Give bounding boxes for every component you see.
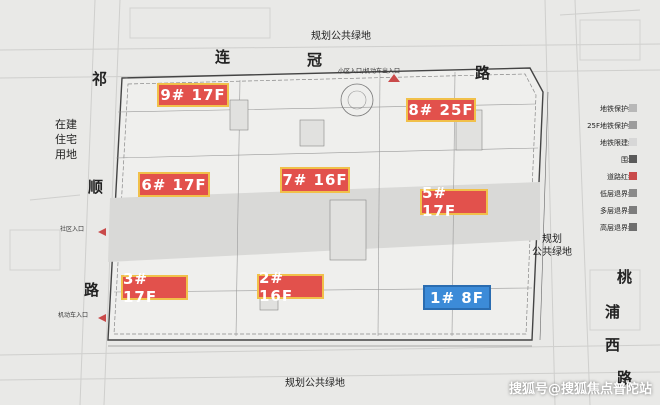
building-3: 3# 17F xyxy=(121,270,188,306)
building-9: 9# 17F xyxy=(157,83,229,107)
building-8: 8# 25F xyxy=(406,98,476,122)
public-green-label-bottom: 规划公共绿地 xyxy=(285,378,345,389)
legend-swatch xyxy=(629,189,637,197)
watermark-text: 搜狐号@搜狐焦点普陀站 xyxy=(508,382,652,397)
legend-label: 地铁保护线 xyxy=(600,104,635,113)
road-name-east-char: 桃 xyxy=(617,268,633,286)
road-name-east-char: 西 xyxy=(605,336,621,354)
legend-item: 25F地铁保护线 xyxy=(577,117,637,134)
legend-label: 高层退界线 xyxy=(600,223,635,232)
building-6: 6# 17F xyxy=(138,172,210,197)
entrance-label-north: 小区入口/机动车出入口 xyxy=(338,68,401,75)
road-name-west-char: 路 xyxy=(84,281,100,299)
legend-label: 围墙 xyxy=(621,155,635,164)
legend-item: 多层退界线 xyxy=(577,202,637,219)
legend-item: 地铁保护线 xyxy=(577,100,637,117)
legend-label: 多层退界线 xyxy=(600,206,635,215)
road-name-north-char: 冠 xyxy=(307,51,323,69)
public-green-label-top: 规划公共绿地 xyxy=(311,31,371,42)
entrance-label-west-vehicle: 机动车入口 xyxy=(58,312,89,319)
road-name-west-char: 顺 xyxy=(88,178,104,196)
entrance-label-west: 社区入口 xyxy=(60,226,85,233)
legend-swatch xyxy=(629,121,637,129)
legend-swatch xyxy=(629,138,637,146)
legend-swatch xyxy=(629,104,637,112)
road-name-east-char: 浦 xyxy=(605,303,621,321)
building-1: 1# 8F xyxy=(423,285,491,310)
legend-item: 低层退界线 xyxy=(577,185,637,202)
legend-item: 围墙 xyxy=(577,151,637,168)
construction-land-label: 在建 住宅 用地 xyxy=(55,118,77,161)
legend-swatch xyxy=(629,206,637,214)
legend-item: 道路红线 xyxy=(577,168,637,185)
road-name-west-char: 祁 xyxy=(92,70,108,88)
legend-item: 地铁限建线 xyxy=(577,134,637,151)
building-2: 2# 16F xyxy=(257,269,324,305)
map-legend: 地铁保护线 25F地铁保护线 地铁限建线 围墙 道路红线 低层退界线 多层退界线 xyxy=(577,100,637,236)
road-name-east-char: 路 xyxy=(617,369,633,387)
building-5: 5# 17F xyxy=(420,184,488,220)
legend-swatch xyxy=(629,223,637,231)
road-name-north-char: 路 xyxy=(475,64,491,82)
legend-swatch xyxy=(629,155,637,163)
legend-label: 低层退界线 xyxy=(600,189,635,198)
legend-swatch xyxy=(629,172,637,180)
public-green-label-east: 规划 公共绿地 xyxy=(532,234,572,258)
legend-label: 25F地铁保护线 xyxy=(587,121,635,130)
building-7: 7# 16F xyxy=(280,167,350,193)
legend-label: 地铁限建线 xyxy=(600,138,635,147)
legend-item: 高层退界线 xyxy=(577,219,637,236)
road-name-north-char: 连 xyxy=(215,48,231,66)
legend-label: 道路红线 xyxy=(607,172,635,181)
